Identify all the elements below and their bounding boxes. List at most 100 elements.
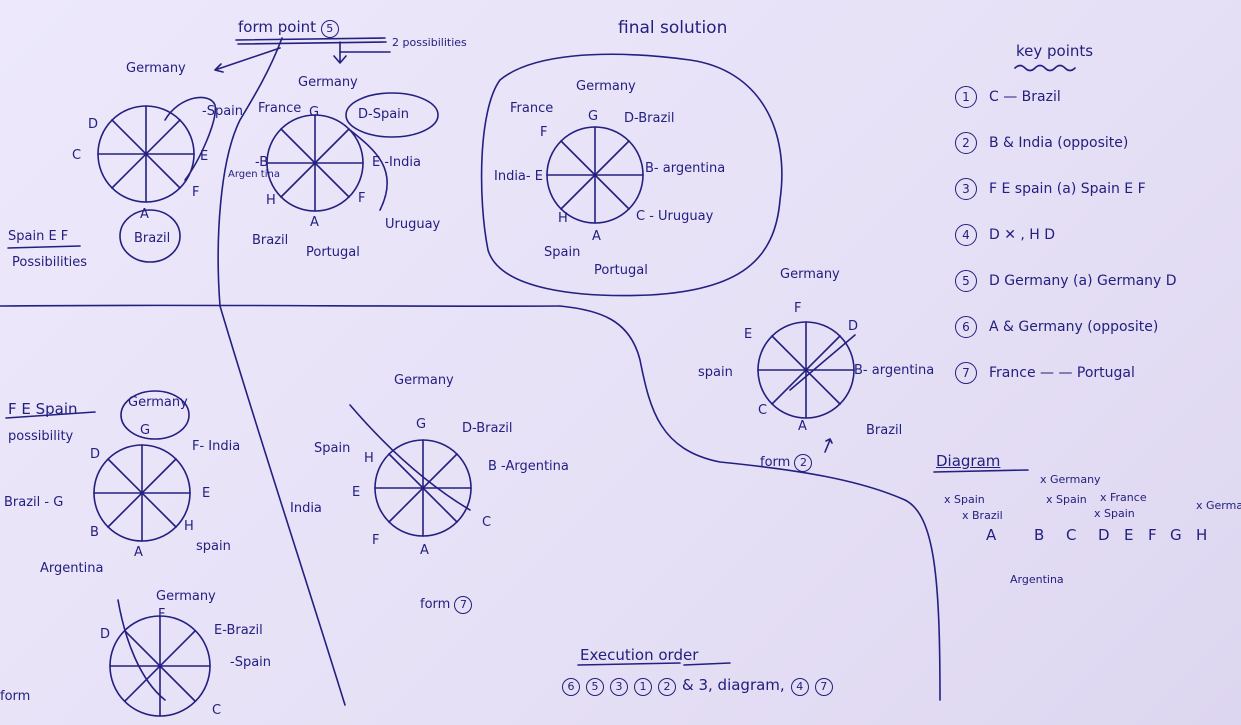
execution-step: 7 [814, 678, 833, 696]
execution-title: Execution order [580, 646, 699, 664]
curved-divider [559, 305, 941, 701]
w2-e-india: E -India [372, 155, 421, 170]
w5-argentina: Argentina [40, 561, 104, 576]
fe-spain-title: F E Spain [8, 400, 78, 418]
arrow-left [214, 47, 281, 73]
w5-germany: Germany [128, 395, 188, 410]
w3-spain: Spain [544, 245, 581, 260]
w2-brazil: Brazil [252, 233, 289, 248]
possibilities-note: 2 possibilities [392, 36, 467, 49]
w7-c: C [212, 703, 222, 718]
form-point-text: form point [238, 18, 316, 36]
w3-e-india: India- E [494, 169, 543, 184]
w2-uruguay: Uruguay [385, 217, 441, 232]
w6-b-argentina: B -Argentina [488, 459, 569, 474]
w2-france: France [258, 101, 302, 116]
execution-step: 6 [562, 678, 580, 696]
w5-e: E [202, 486, 211, 501]
w6-form-text: form [420, 597, 451, 612]
exec-underline [577, 662, 731, 666]
fe-spain-sub: possibility [8, 429, 74, 444]
w6-form: form 7 [420, 596, 473, 614]
diagram-letter: B [1034, 526, 1045, 544]
diagram-note: x France [1100, 491, 1147, 504]
w5-b: B [90, 525, 99, 540]
keypoint-number: 7 [955, 362, 977, 384]
w5-spain: spain [196, 539, 231, 554]
final-solution-blob [480, 53, 783, 297]
title-underline [235, 37, 387, 45]
w2-h: H [266, 193, 276, 208]
w4-form: form 2 [760, 454, 813, 472]
w4-spain: spain [698, 365, 733, 380]
circle-wheel-6 [349, 404, 472, 537]
w5-d: D [90, 447, 101, 462]
execution-step: 5 [586, 678, 604, 696]
diagram-underline [933, 469, 1029, 473]
w4-brazil: Brazil [866, 423, 903, 438]
w6-form-num: 7 [454, 596, 473, 614]
w6-e: E [352, 485, 361, 500]
w1-spain: -Spain [202, 104, 244, 119]
execution-step: 2 [658, 678, 676, 696]
w4-form-num: 2 [794, 454, 813, 472]
keypoint-number: 6 [955, 316, 977, 338]
w3-b-argentina: B- argentina [645, 161, 726, 176]
w3-d-brazil: D-Brazil [624, 111, 675, 126]
keypoint-number: 5 [955, 270, 977, 292]
circle-wheel-1 [97, 96, 217, 263]
keypoint-text: B & India (opposite) [989, 135, 1129, 151]
w6-a: A [420, 543, 429, 558]
circle-wheel-5 [93, 390, 191, 542]
w5-brazil-g: Brazil - G [4, 495, 64, 510]
w1-e: E [200, 149, 209, 164]
w1-brazil: Brazil [134, 231, 171, 246]
form2-arrow [824, 438, 833, 453]
w6-india: India [290, 501, 322, 516]
circle-wheel-2 [266, 92, 439, 212]
w1-germany: Germany [126, 61, 186, 76]
diagram-letter: E [1124, 526, 1134, 544]
w1-d: D [88, 117, 99, 132]
w1-c: C [72, 148, 82, 163]
execution-step: 4 [790, 678, 809, 696]
w6-h: H [364, 451, 374, 466]
w5-a: A [134, 545, 143, 560]
w4-f: F [794, 301, 802, 316]
circle-wheel-4 [757, 321, 856, 419]
diagram-letter: C [1066, 526, 1077, 544]
diagram-note: x Brazil [962, 509, 1003, 522]
spain-ef-title: Spain E F [8, 229, 69, 244]
w7-germany: Germany [156, 589, 216, 604]
w4-a: A [798, 419, 807, 434]
w2-d-spain: D-Spain [358, 107, 410, 122]
w2-germany: Germany [298, 75, 358, 90]
diagram-note: Argentina [1010, 573, 1064, 586]
w5-h: H [184, 519, 194, 534]
keypoint-text: D ✕ , H D [989, 227, 1056, 243]
w3-c-uruguay: C - Uruguay [636, 209, 714, 224]
keypoints-wave [1014, 64, 1076, 72]
w2-g: G [309, 105, 320, 120]
left-vertical-divider [219, 305, 346, 706]
w3-a: A [592, 229, 601, 244]
w3-f: F [540, 125, 548, 140]
w1-f: F [192, 185, 200, 200]
keypoint-text: C — Brazil [989, 89, 1061, 105]
w4-form-text: form [760, 455, 791, 470]
w5-f-india: F- India [192, 439, 241, 454]
diagram-note: x Spain [944, 493, 985, 506]
w2-argentina: Argen tina [228, 169, 280, 180]
w6-c: C [482, 515, 492, 530]
w2-portugal: Portugal [306, 245, 360, 260]
w6-germany: Germany [394, 373, 454, 388]
spain-ef-sub: Possibilities [12, 255, 88, 270]
w6-g: G [416, 417, 427, 432]
